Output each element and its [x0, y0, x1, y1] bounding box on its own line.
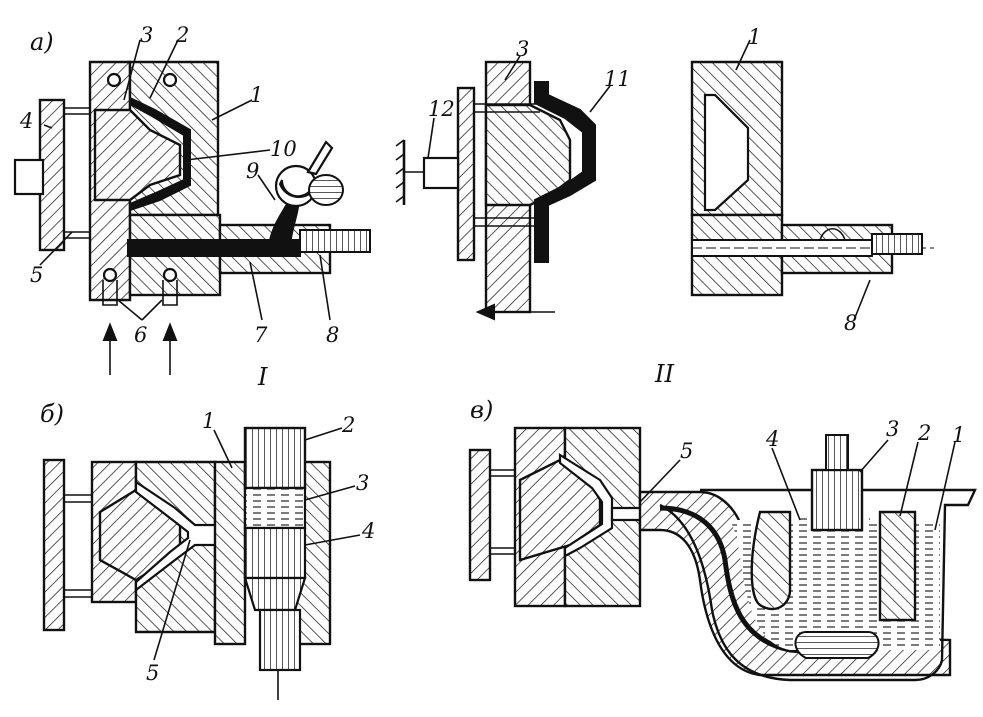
label-a-9: 9 [246, 159, 259, 183]
panel-v-label: в) [470, 396, 493, 424]
panel-b-drawing [42, 426, 361, 700]
label-v-3: 3 [886, 417, 899, 441]
panel-b-label: б) [40, 400, 64, 428]
roman-label-1: I [257, 363, 268, 391]
label-r-1: 1 [748, 25, 761, 49]
label-a-10: 10 [270, 137, 297, 161]
panel-v-drawing [468, 426, 977, 682]
label-a-1: 1 [250, 83, 263, 107]
panel-a-middle-drawing [395, 55, 611, 321]
label-b-1: 1 [202, 409, 215, 433]
label-a-5: 5 [30, 263, 43, 287]
label-v-5: 5 [680, 439, 693, 463]
panel-a-drawing [13, 39, 371, 375]
label-a-4: 4 [19, 109, 33, 133]
label-v-4: 4 [765, 427, 779, 451]
label-b-3: 3 [356, 471, 369, 495]
panel-a-right-drawing [690, 39, 934, 321]
label-v-1: 1 [952, 423, 965, 447]
label-m-12: 12 [428, 97, 455, 121]
label-a-2: 2 [175, 23, 189, 47]
roman-label-2: II [654, 360, 674, 388]
label-a-6: 6 [134, 323, 147, 347]
label-a-7: 7 [254, 323, 268, 347]
label-b-5: 5 [146, 661, 159, 685]
label-b-4: 4 [361, 519, 375, 543]
label-r-8: 8 [844, 311, 857, 335]
panel-a-label: а) [30, 28, 54, 56]
label-a-8: 8 [326, 323, 339, 347]
label-m-3: 3 [516, 37, 529, 61]
label-a-3: 3 [140, 23, 153, 47]
label-m-11: 11 [604, 67, 631, 91]
label-v-2: 2 [917, 421, 931, 445]
label-b-2: 2 [341, 413, 355, 437]
